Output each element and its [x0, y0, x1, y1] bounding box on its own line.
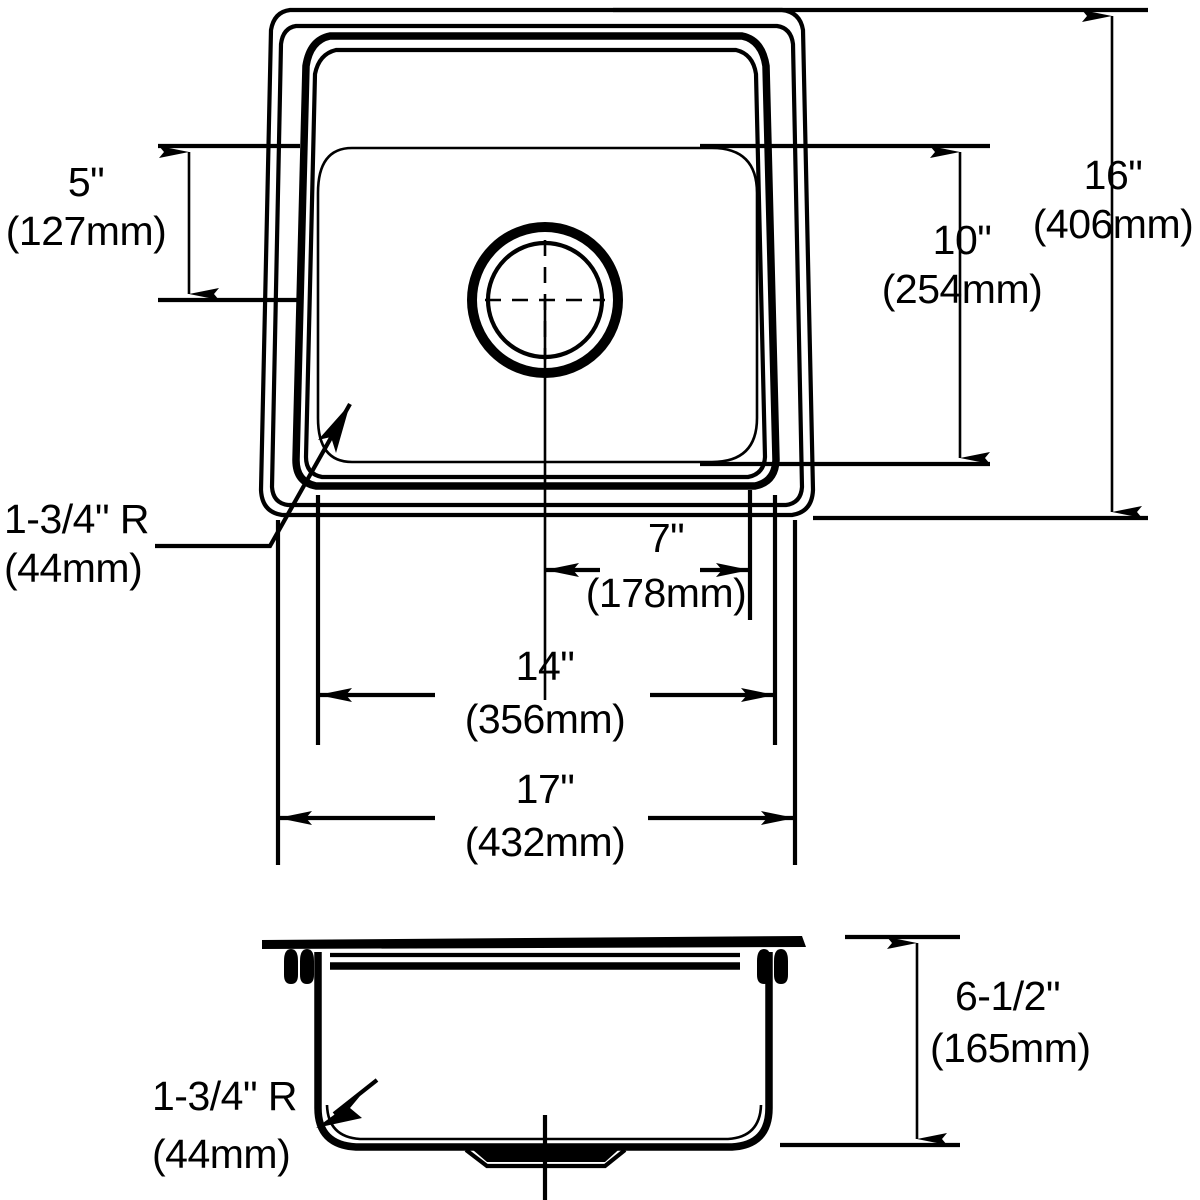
leader-arrow-radius-top-view	[318, 404, 350, 453]
dim-label-14in-inch: 14"	[516, 643, 575, 689]
dim-label-16in-inch: 16"	[1084, 152, 1143, 198]
dim-label-10in-mm: (254mm)	[882, 266, 1043, 312]
side-view-group: 1-3/4" R (44mm) 6-1/2" (165mm)	[152, 934, 1091, 1200]
leader-arrow-radius-side-view	[316, 1096, 362, 1128]
mounting-clip-left-1	[284, 949, 298, 984]
sink-rim-inner-edge	[269, 23, 805, 508]
mounting-clip-left-2	[300, 949, 314, 984]
dim-label-radius-side-inch: 1-3/4" R	[152, 1073, 297, 1119]
mounting-clip-right-2	[774, 949, 788, 984]
dim-label-17in-mm: (432mm)	[465, 819, 626, 865]
sink-bowl-flange-inner	[303, 47, 768, 480]
dim-label-6half-mm: (165mm)	[930, 1025, 1091, 1071]
dim-label-radius-top-mm: (44mm)	[4, 545, 142, 591]
leader-line-radius-top-view	[155, 402, 352, 549]
sink-basin-bottom	[316, 146, 759, 464]
dim-label-16in-mm: (406mm)	[1033, 201, 1194, 247]
dim-label-7in-mm: (178mm)	[586, 570, 747, 616]
dim-label-10in-inch: 10"	[933, 217, 992, 263]
sink-bowl-flange-outer	[292, 32, 780, 490]
side-rim-flange	[262, 936, 806, 949]
dim-label-5in-mm: (127mm)	[6, 208, 167, 254]
dim-label-7in-inch: 7"	[648, 515, 684, 561]
dim-label-6half-inch: 6-1/2"	[955, 973, 1060, 1019]
sink-outer-rim	[258, 7, 816, 518]
leader-line-radius-side-view	[332, 1078, 379, 1116]
dim-label-radius-side-mm: (44mm)	[152, 1131, 290, 1177]
dim-label-radius-top-inch: 1-3/4" R	[4, 496, 149, 542]
top-view-group: 5" (127mm) 10" (254mm) 16" (406mm) 1-3/4…	[4, 7, 1194, 865]
dim-label-17in-inch: 17"	[516, 766, 575, 812]
dim-label-14in-mm: (356mm)	[465, 696, 626, 742]
dim-label-5in-inch: 5"	[68, 159, 104, 205]
